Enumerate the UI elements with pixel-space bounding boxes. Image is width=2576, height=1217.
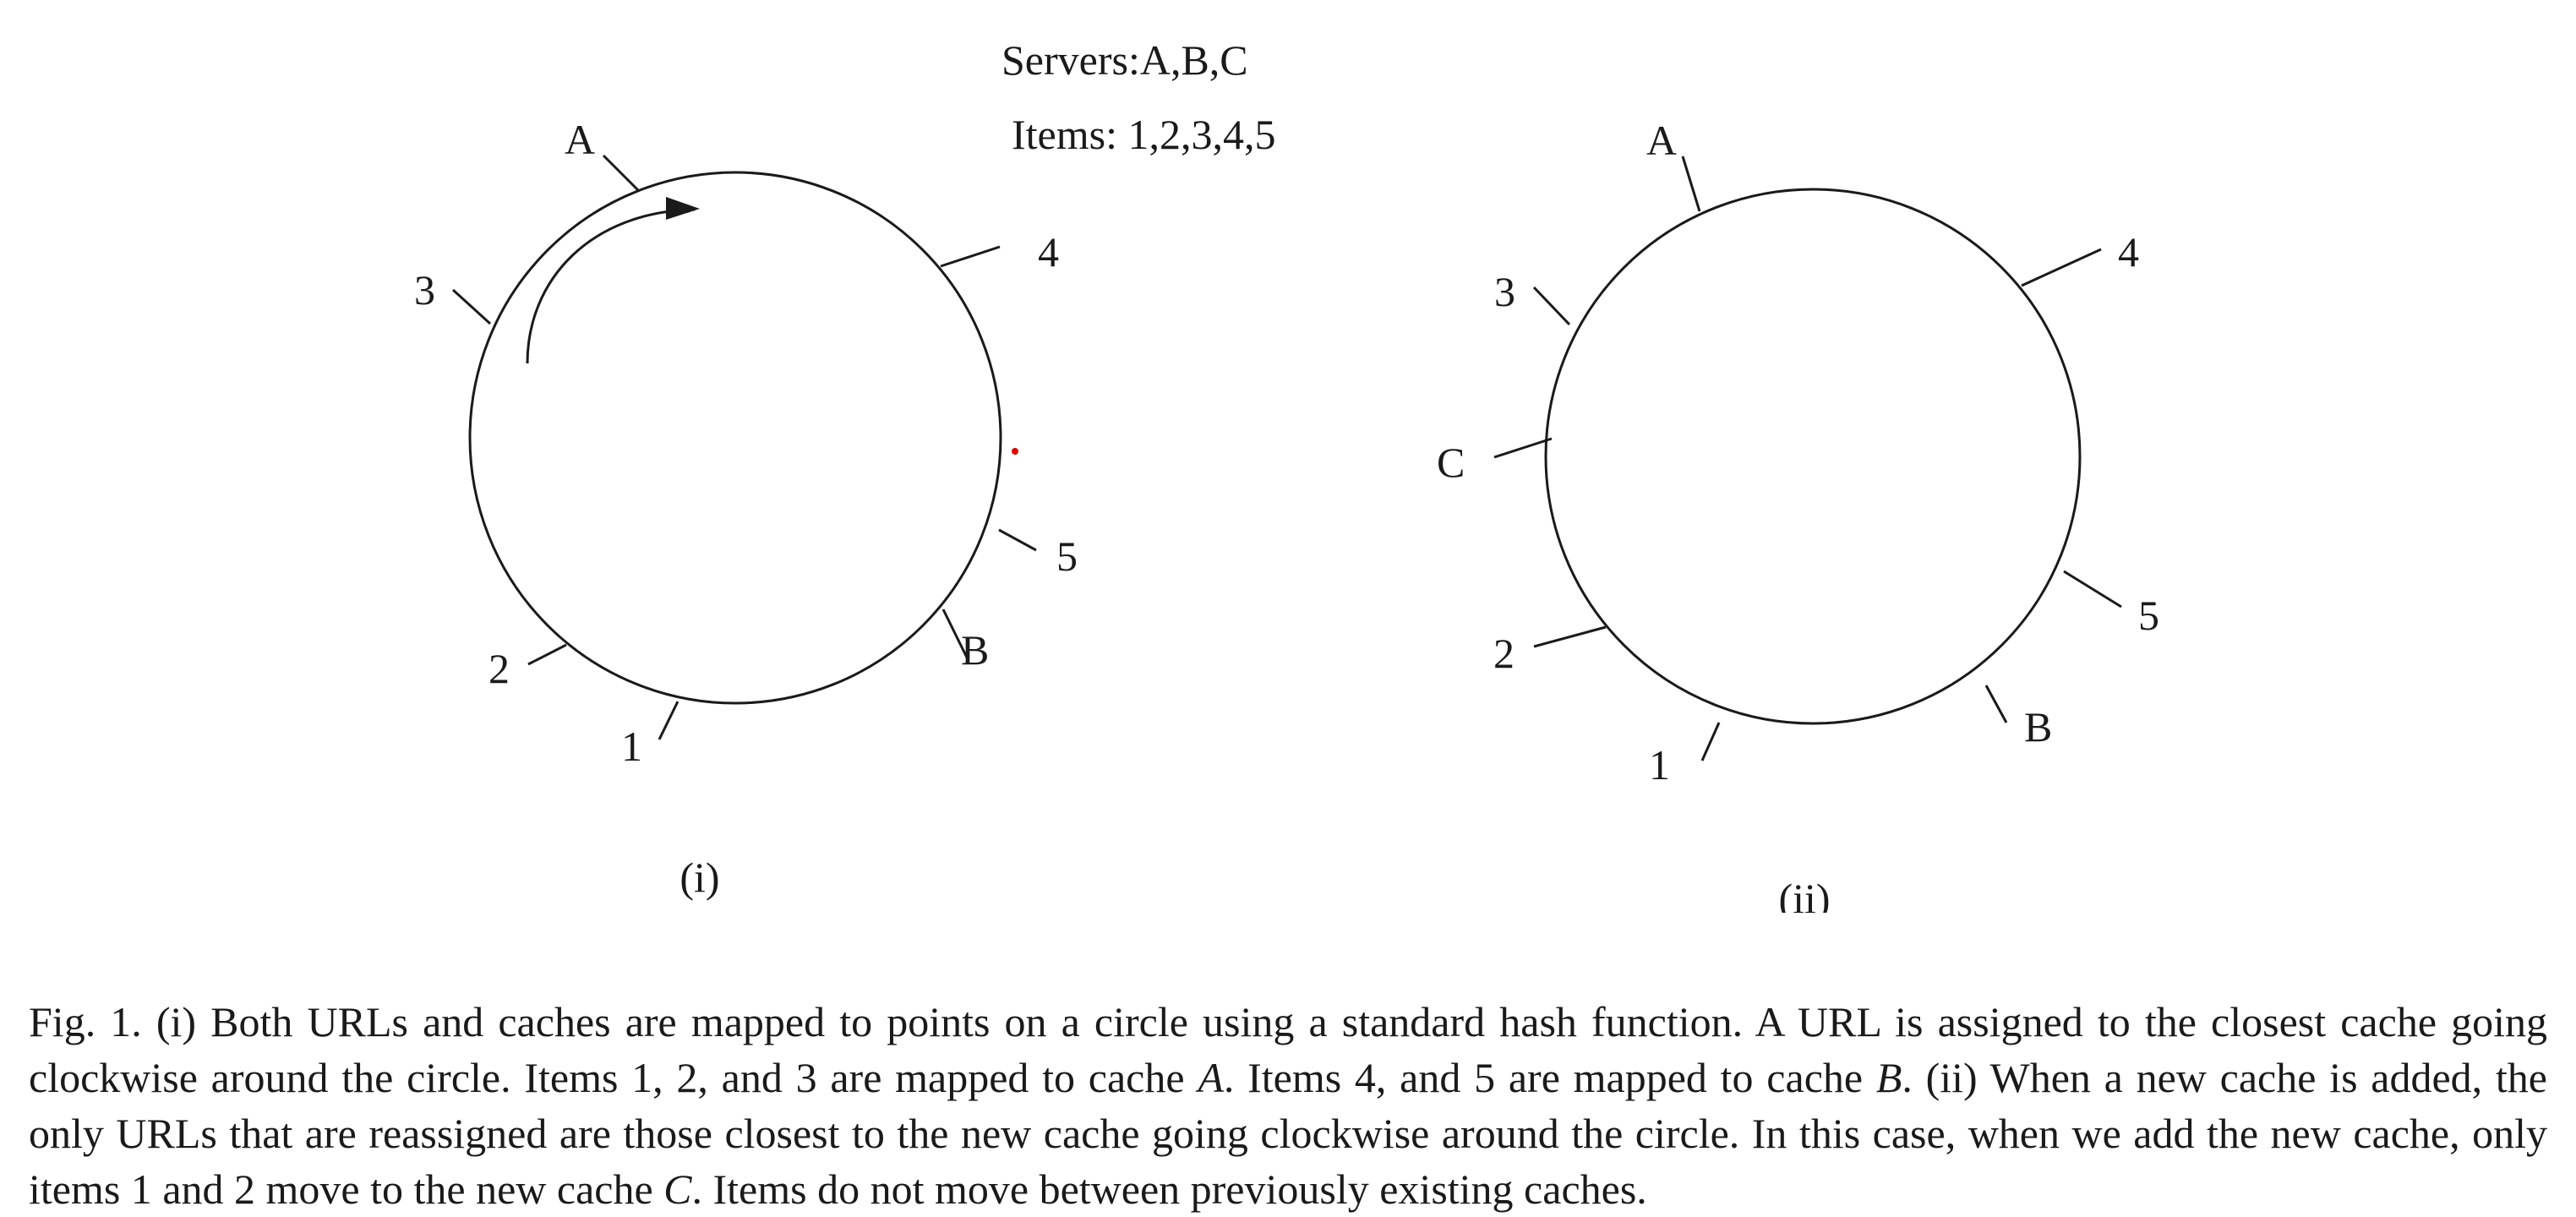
tick-ii-2 (1533, 625, 1607, 648)
tick-ii-B (1984, 685, 2008, 723)
clockwise-arrow-icon (526, 206, 696, 364)
item-label-i-4: 4 (1038, 228, 1059, 276)
panel-ii-diagram: A 3 C 4 5 B 2 1 (ii) (1437, 117, 2159, 913)
consistent-hashing-figure: Servers:A,B,C Items: 1,2,3,4,5 A 3 4 5 B… (414, 36, 2159, 913)
caption-cache-a: A (1198, 1054, 1224, 1101)
tick-i-A (602, 154, 640, 192)
tick-i-B (941, 608, 969, 660)
server-label-i-B: B (961, 626, 989, 674)
server-label-ii-C: C (1437, 439, 1465, 486)
caption-part-1: Fig. 1. (i) Both URLs and caches are map… (29, 998, 2547, 1101)
tick-i-1 (658, 701, 679, 740)
tick-i-2 (527, 643, 567, 666)
figure-caption: Fig. 1. (i) Both URLs and caches are map… (29, 994, 2547, 1217)
tick-ii-4 (2021, 248, 2102, 287)
tick-i-5 (998, 528, 1037, 552)
arrowhead-icon (666, 197, 700, 220)
caption-part-4: . Items do not move between previously e… (691, 1165, 1647, 1213)
server-label-i-A: A (565, 116, 595, 163)
tick-ii-C (1493, 437, 1553, 459)
hash-ring-ii (1544, 188, 2082, 725)
item-label-i-2: 2 (488, 645, 510, 692)
item-label-ii-1: 1 (1649, 741, 1670, 789)
tick-ii-A (1681, 156, 1701, 212)
item-label-i-5: 5 (1056, 532, 1078, 580)
tick-i-3 (451, 288, 492, 325)
item-label-i-1: 1 (621, 723, 642, 770)
item-label-ii-3: 3 (1494, 268, 1515, 315)
tick-ii-3 (1532, 286, 1571, 326)
tick-ii-5 (2063, 570, 2122, 608)
tick-ii-1 (1700, 722, 1721, 761)
item-label-ii-5: 5 (2138, 592, 2159, 639)
panel-i-diagram: A 3 4 5 B 2 1 (i) (414, 116, 1078, 901)
item-label-ii-2: 2 (1493, 630, 1514, 677)
server-label-ii-A: A (1646, 117, 1677, 164)
caption-cache-c: C (663, 1165, 692, 1213)
tick-i-4 (940, 245, 1001, 268)
items-label: Items: 1,2,3,4,5 (1012, 111, 1275, 158)
panel-i-label: (i) (679, 854, 719, 901)
red-marker-dot (1012, 448, 1018, 455)
hash-ring-i (468, 171, 1002, 705)
servers-label: Servers:A,B,C (1001, 36, 1248, 84)
caption-cache-b: B (1875, 1054, 1902, 1101)
server-label-ii-B: B (2024, 703, 2052, 750)
item-label-ii-4: 4 (2118, 228, 2139, 276)
item-label-i-3: 3 (414, 266, 435, 314)
panel-ii-label: (ii) (1778, 875, 1830, 913)
caption-part-2: . Items 4, and 5 are mapped to cache (1223, 1054, 1876, 1101)
